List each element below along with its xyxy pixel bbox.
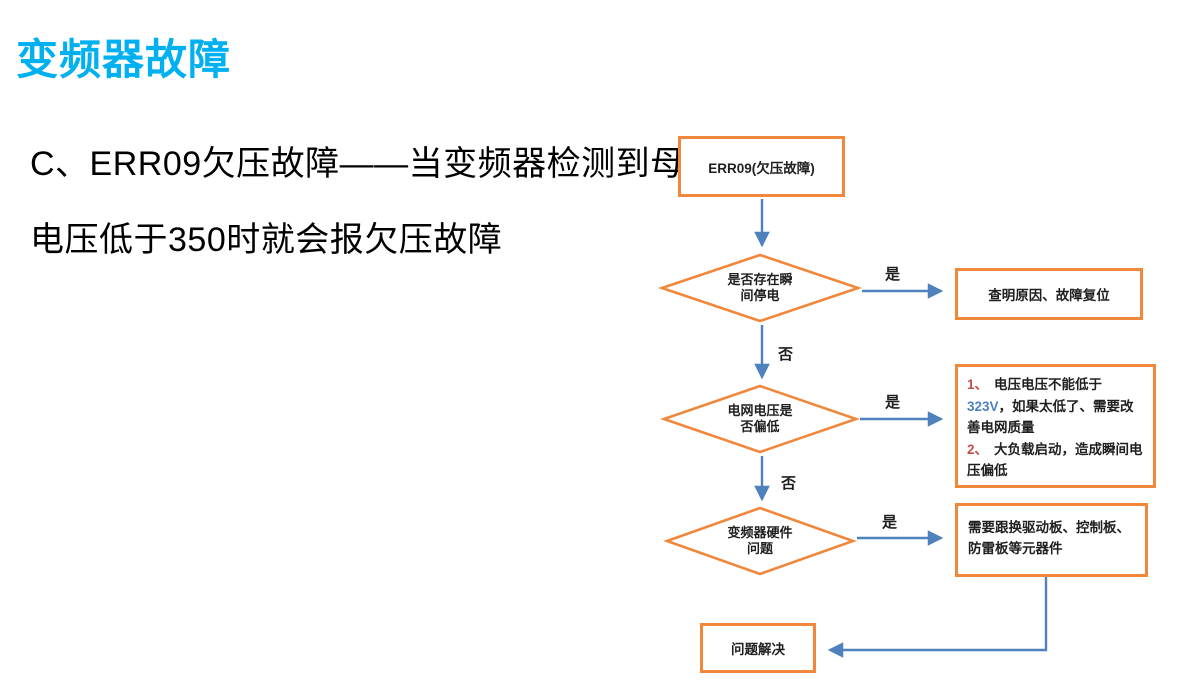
decision2-label: 电网电压是 否偏低 <box>727 403 793 434</box>
decision2-yes-label: 是 <box>885 394 901 411</box>
flow-node-result1: 查明原因、故障复位 <box>955 268 1143 320</box>
flow-node-end-label: 问题解决 <box>731 642 785 657</box>
page-title: 变频器故障 <box>16 36 232 83</box>
flow-node-result2: 1、电压电压不能低于323V，如果太低了、需要改善电网质量 2、大负载启动，造成… <box>955 364 1156 488</box>
flow-node-result3: 需要跟换驱动板、控制板、防雷板等元器件 <box>955 503 1148 577</box>
decision1-yes-label: 是 <box>885 266 901 283</box>
list-item2-number: 2、 <box>967 441 989 457</box>
list-item1-number: 1、 <box>967 377 989 392</box>
flow-node-result3-label: 需要跟换驱动板、控制板、防雷板等元器件 <box>968 520 1130 556</box>
decision1-label: 是否存在瞬 间停电 <box>727 272 793 303</box>
decision2-diamond-shape <box>660 384 860 454</box>
decision2-no-label: 否 <box>781 475 797 492</box>
decision1-no-label: 否 <box>778 346 794 363</box>
flow-node-end: 问题解决 <box>700 623 816 673</box>
decision3-label: 变频器硬件 问题 <box>727 525 793 556</box>
body-text-line-1: C、ERR09欠压故障——当变频器检测到母线 <box>30 145 720 183</box>
body-text-line-2: 电压低于350时就会报欠压故障 <box>30 221 503 259</box>
voltage-value: 323V <box>967 398 999 414</box>
flow-node-start-label: ERR09(欠压故障) <box>708 160 815 176</box>
connector-result3-to-end <box>827 577 1048 658</box>
decision3-diamond-shape <box>663 506 857 576</box>
flow-node-start: ERR09(欠压故障) <box>678 136 845 197</box>
flow-node-result1-label: 查明原因、故障复位 <box>988 288 1110 303</box>
decision1-diamond-shape <box>657 253 863 323</box>
decision3-yes-label: 是 <box>882 514 898 531</box>
